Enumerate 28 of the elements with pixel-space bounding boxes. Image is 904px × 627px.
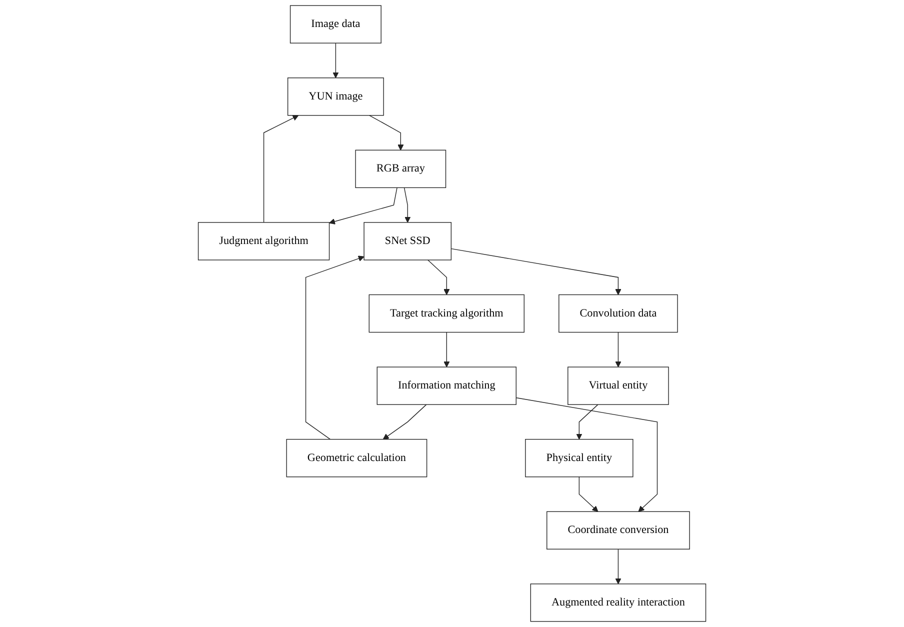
arrow xyxy=(382,404,427,440)
arrow xyxy=(615,332,622,368)
node-box: Physical entity xyxy=(525,438,634,478)
arrow xyxy=(332,42,339,78)
arrow xyxy=(428,260,450,295)
node-box: Image data xyxy=(290,5,382,44)
arrow xyxy=(263,115,299,223)
arrow xyxy=(444,332,450,368)
node-box: SNet SSD xyxy=(364,222,452,260)
node-box: Information matching xyxy=(376,366,516,405)
arrow xyxy=(615,548,622,584)
arrow xyxy=(578,476,598,512)
arrow xyxy=(404,187,411,223)
node-box: Convolution data xyxy=(558,294,678,333)
node-box: Target tracking algorithm xyxy=(368,294,524,333)
node-box: RGB array xyxy=(355,150,446,188)
node-box: YUN image xyxy=(287,78,384,116)
node-box: Augmented reality interaction xyxy=(530,584,706,622)
node-box: Virtual entity xyxy=(568,366,669,405)
node-box: Judgment algorithm xyxy=(198,222,330,260)
arrow xyxy=(516,397,658,512)
node-box: Coordinate conversion xyxy=(546,511,690,550)
arrow xyxy=(328,187,398,224)
arrow xyxy=(305,256,364,440)
arrow xyxy=(450,248,622,295)
arrow xyxy=(576,404,598,440)
node-box: Geometric calculation xyxy=(286,438,428,478)
arrow xyxy=(369,115,404,150)
